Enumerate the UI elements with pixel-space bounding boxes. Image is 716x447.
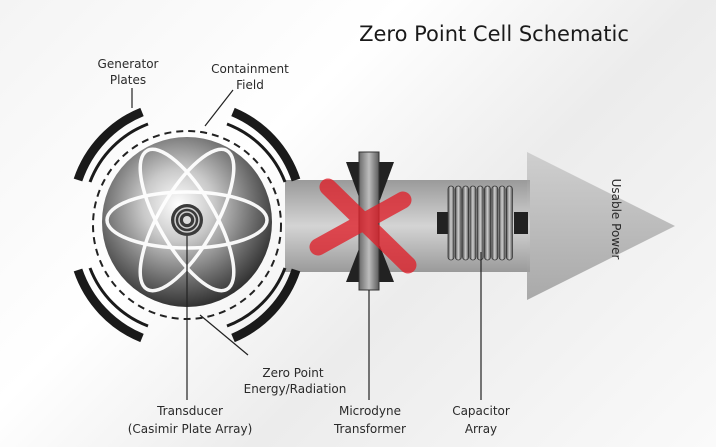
label-zero-point-1: Zero Point: [262, 366, 324, 380]
label-zero-point-2: Energy/Radiation: [244, 382, 347, 396]
usable-power-arrow: [527, 152, 675, 300]
diagram-title: Zero Point Cell Schematic: [359, 22, 629, 46]
label-microdyne-1: Microdyne: [339, 404, 401, 418]
generator-plates: [73, 107, 301, 343]
label-transducer-2: (Casimir Plate Array): [128, 422, 253, 436]
label-containment-field-1: Containment: [211, 62, 289, 76]
capacitor-array: [437, 185, 528, 261]
capacitor-coil-ring: [476, 185, 484, 261]
label-usable-power: Usable Power: [609, 179, 623, 260]
capacitor-coil-ring: [454, 185, 462, 261]
label-generator-plates-1: Generator: [98, 57, 159, 71]
label-generator-plates-2: Plates: [110, 73, 146, 87]
label-containment-field-2: Field: [236, 78, 264, 92]
capacitor-coil-ring: [484, 185, 491, 261]
capacitor-coil-ring: [447, 185, 455, 261]
capacitor-coil-ring: [462, 185, 470, 261]
label-capacitor-1: Capacitor: [452, 404, 510, 418]
capacitor-coil-ring: [505, 185, 513, 261]
leader-lines: [131, 88, 482, 400]
capacitor-coil-ring: [491, 185, 499, 261]
label-transducer-1: Transducer: [156, 404, 223, 418]
capacitor-coil-ring: [469, 185, 477, 261]
transducer-core: [171, 204, 203, 236]
label-capacitor-2: Array: [465, 422, 497, 436]
label-microdyne-2: Transformer: [333, 422, 406, 436]
capacitor-coil-ring: [498, 185, 506, 261]
red-x-mark: [309, 178, 417, 274]
